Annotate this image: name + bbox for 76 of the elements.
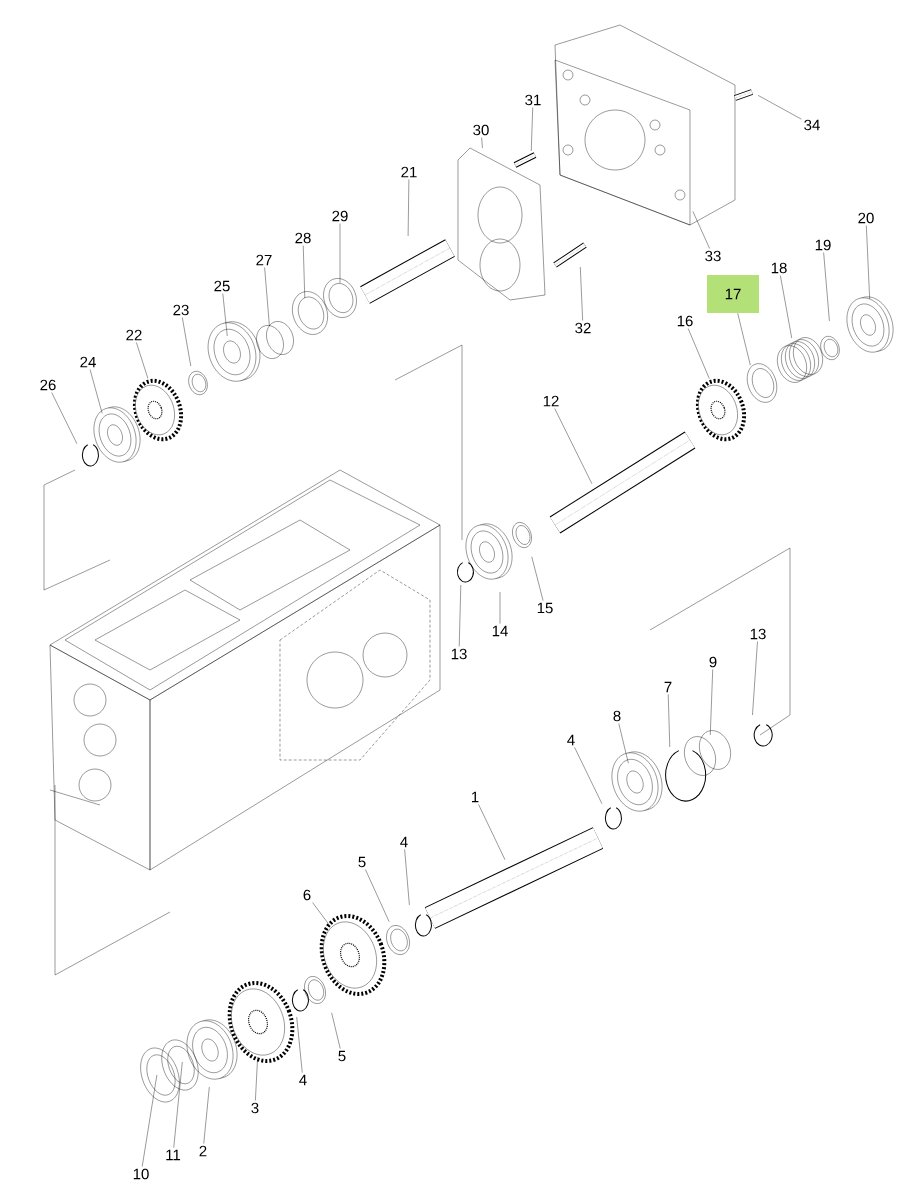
callout-number: 13 [750,628,766,640]
leader-line [173,1061,183,1148]
leader-line [687,328,710,379]
callout-number: 24 [80,356,96,368]
leader-line [296,1016,303,1073]
callout-number: 29 [332,210,348,222]
callout-number: 16 [677,315,693,327]
callout-number: 6 [303,889,311,901]
callout-number: 4 [400,836,408,848]
callout-number: 4 [299,1074,307,1086]
callout-number: 12 [543,395,559,407]
callout-number: 33 [705,250,721,262]
leader-line [580,266,583,321]
leader-line [752,641,758,716]
callout-number: 18 [771,262,787,274]
leader-line [481,137,483,149]
callout-number: 31 [525,94,541,106]
leader-line [668,694,670,748]
leader-line [339,223,341,284]
leader-line [478,804,506,860]
callout-number: 9 [709,656,717,668]
leader-line [331,1012,341,1049]
leader-line [365,869,390,922]
leader-line [780,275,792,339]
callout-number: 22 [126,329,142,341]
callout-number: 7 [664,681,672,693]
callout-number: 8 [613,710,621,722]
callout-number: 20 [858,212,874,224]
leader-line [203,1086,210,1144]
callout-number: 15 [537,602,553,614]
callout-number: 13 [451,648,467,660]
callout-number: 11 [166,1149,181,1161]
leader-line [264,267,270,327]
leader-line [823,252,830,322]
leader-line [531,556,544,601]
leader-line [459,584,461,647]
leader-line [182,317,191,367]
leader-line [618,723,629,764]
leader-line [136,342,149,379]
callout-number: 1 [471,791,479,803]
callout-number: 30 [473,124,489,136]
leader-line [499,591,501,624]
leader-line [222,293,228,337]
callout-number: 3 [251,1102,259,1114]
leader-line [51,392,78,444]
callout-number: 10 [133,1168,149,1180]
leader-line [692,211,710,249]
leader-line [89,369,103,414]
leader-line [404,849,410,906]
callout-number: 5 [338,1050,346,1062]
leader-line [554,408,593,484]
leader-line [407,179,410,237]
callout-number: 25 [214,280,230,292]
callout-number: 21 [401,166,417,178]
leader-line [757,95,802,120]
leader-line [303,245,305,299]
callout-number: 32 [575,322,591,334]
callout-number: 19 [815,239,831,251]
callout-number: 2 [199,1145,207,1157]
leader-line [737,313,751,366]
leader-line [255,1056,258,1101]
leader-line [866,225,870,300]
leader-line [710,669,713,736]
callout-number: 17 [707,275,759,313]
callout-number: 14 [492,625,508,637]
leader-line [531,107,533,152]
callout-number: 26 [40,379,56,391]
callout-number: 23 [173,304,189,316]
callout-number: 5 [358,856,366,868]
leader-line [142,1074,158,1167]
callout-number: 4 [567,734,575,746]
callout-number: 28 [295,232,311,244]
callout-number: 34 [804,119,820,131]
callout-number: 27 [256,254,272,266]
leader-line [312,902,330,925]
leader-line [574,747,603,804]
